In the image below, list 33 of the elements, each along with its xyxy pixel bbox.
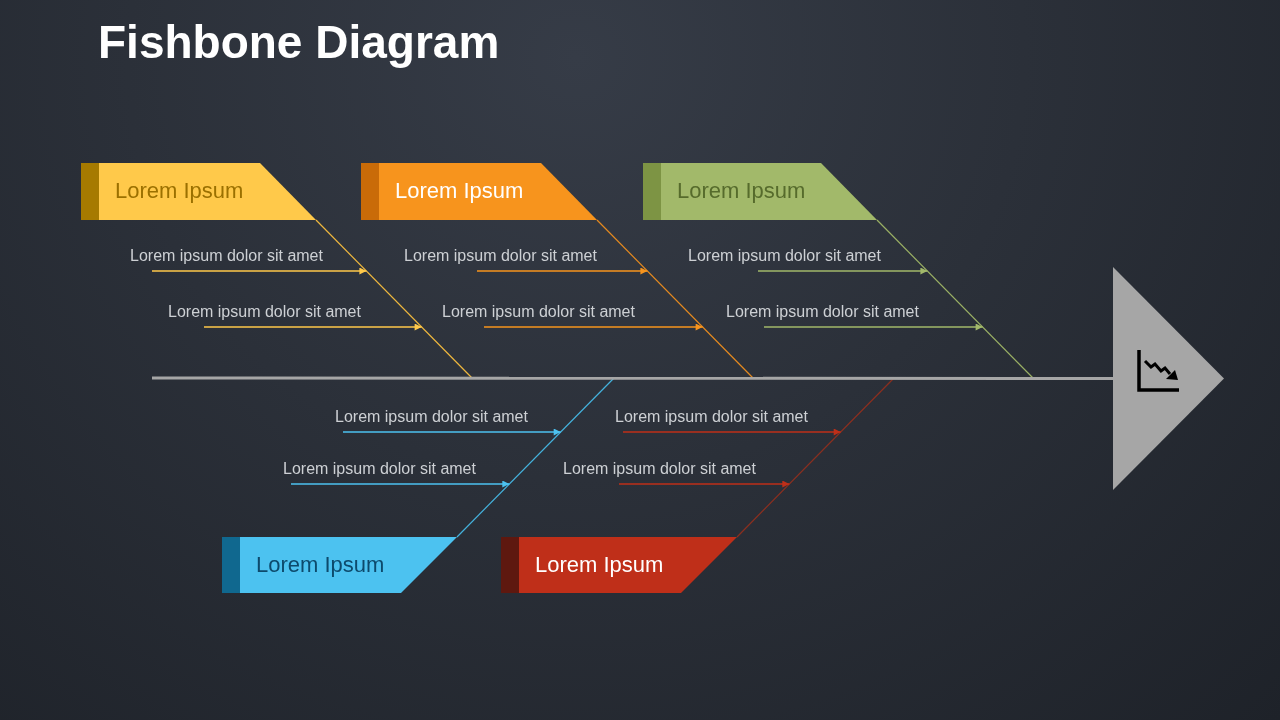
category-banner xyxy=(81,163,316,220)
category-label: Lorem Ipsum xyxy=(677,178,806,205)
cause-text: Lorem ipsum dolor sit amet xyxy=(688,247,881,269)
arrow xyxy=(622,428,842,436)
category-banner xyxy=(222,537,457,593)
cause-text: Lorem ipsum dolor sit amet xyxy=(130,247,323,269)
cause-text: Lorem ipsum dolor sit amet xyxy=(283,460,476,482)
category-banner xyxy=(361,163,597,220)
fish-head-triangle xyxy=(1113,267,1224,490)
category-label: Lorem Ipsum xyxy=(535,551,664,579)
category-label: Lorem Ipsum xyxy=(256,551,385,579)
arrow xyxy=(151,267,368,275)
category-label: Lorem Ipsum xyxy=(115,178,244,205)
arrow xyxy=(203,323,423,331)
category-banner xyxy=(501,537,737,593)
cause-text: Lorem ipsum dolor sit amet xyxy=(442,303,635,325)
title: Fishbone Diagram xyxy=(98,16,500,69)
category-label: Lorem Ipsum xyxy=(395,178,524,205)
cause-text: Lorem ipsum dolor sit amet xyxy=(404,247,597,269)
arrow xyxy=(483,323,704,331)
cause-text: Lorem ipsum dolor sit amet xyxy=(563,460,756,482)
arrow xyxy=(342,428,562,436)
arrow xyxy=(476,267,649,275)
cause-text: Lorem ipsum dolor sit amet xyxy=(726,303,919,325)
cause-text: Lorem ipsum dolor sit amet xyxy=(168,303,361,325)
spine-line xyxy=(152,376,1113,380)
arrow xyxy=(763,323,984,331)
arrow xyxy=(290,480,511,488)
arrow xyxy=(618,480,791,488)
cause-text: Lorem ipsum dolor sit amet xyxy=(615,408,808,430)
cause-text: Lorem ipsum dolor sit amet xyxy=(335,408,528,430)
category-banner xyxy=(643,163,877,220)
arrow xyxy=(757,267,929,275)
